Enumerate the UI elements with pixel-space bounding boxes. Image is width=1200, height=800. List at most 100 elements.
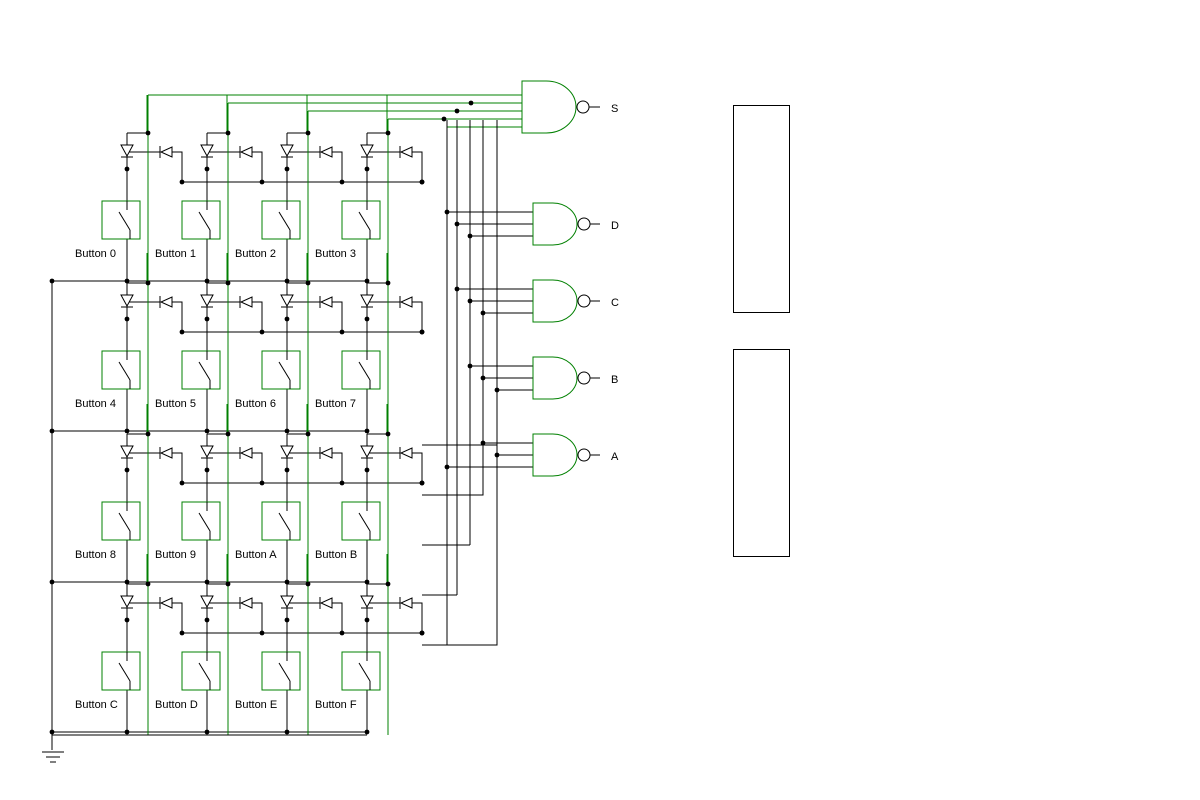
junction-dot	[385, 130, 391, 136]
junction-dot	[204, 617, 210, 623]
junction-dot	[259, 179, 265, 185]
wire	[412, 452, 423, 483]
wire	[332, 602, 343, 633]
diode-icon	[360, 445, 374, 459]
junction-dot	[441, 116, 447, 122]
push-switch-icon[interactable]	[101, 651, 141, 691]
display-panel-top[interactable]	[733, 105, 790, 313]
junction-dot	[49, 428, 55, 434]
push-switch-icon[interactable]	[181, 501, 221, 541]
push-switch-icon[interactable]	[261, 350, 301, 390]
junction-dot	[145, 581, 151, 587]
wire	[332, 452, 343, 483]
wire	[252, 301, 263, 332]
push-switch-icon[interactable]	[341, 501, 381, 541]
diode-icon	[280, 595, 294, 609]
junction-dot	[49, 278, 55, 284]
push-switch-icon[interactable]	[101, 501, 141, 541]
button-label: Button 2	[235, 248, 276, 260]
output-label: A	[611, 451, 619, 463]
junction-dot	[454, 108, 460, 114]
display-panel-bottom[interactable]	[733, 349, 790, 557]
junction-dot	[124, 316, 130, 322]
diode-icon	[200, 294, 214, 308]
junction-dot	[204, 166, 210, 172]
junction-dot	[204, 278, 210, 284]
push-switch-icon[interactable]	[341, 350, 381, 390]
junction-dot	[444, 209, 450, 215]
wire	[252, 151, 263, 182]
wire	[422, 290, 498, 646]
junction-dot	[364, 316, 370, 322]
junction-dot	[204, 316, 210, 322]
wire	[366, 602, 400, 620]
wire	[206, 301, 240, 319]
button-label: Button 7	[315, 398, 356, 410]
junction-dot	[467, 298, 473, 304]
junction-dot	[225, 280, 231, 286]
push-switch-icon[interactable]	[261, 200, 301, 240]
junction-dot	[124, 617, 130, 623]
junction-layer	[49, 100, 500, 735]
output-label: D	[611, 220, 619, 232]
wire	[206, 452, 240, 470]
junction-dot	[364, 579, 370, 585]
push-switch-icon[interactable]	[261, 501, 301, 541]
push-switch-icon[interactable]	[341, 200, 381, 240]
diode-icon	[280, 294, 294, 308]
diode-icon	[319, 447, 333, 459]
output-label: S	[611, 103, 618, 115]
junction-dot	[494, 387, 500, 393]
diode-icon	[399, 447, 413, 459]
diode-icon	[360, 595, 374, 609]
push-switch-icon[interactable]	[101, 200, 141, 240]
push-switch-icon[interactable]	[181, 350, 221, 390]
junction-dot	[364, 729, 370, 735]
wire	[206, 151, 240, 169]
junction-dot	[179, 179, 185, 185]
junction-dot	[204, 428, 210, 434]
diode-icon	[120, 294, 134, 308]
ground-icon	[42, 751, 64, 763]
wire	[126, 301, 160, 319]
push-switch-icon[interactable]	[181, 651, 221, 691]
diode-icon	[120, 445, 134, 459]
push-switch-icon[interactable]	[341, 651, 381, 691]
junction-dot	[179, 329, 185, 335]
output-label: C	[611, 297, 619, 309]
junction-dot	[179, 480, 185, 486]
wire	[332, 301, 343, 332]
wire	[412, 301, 423, 332]
diode-icon	[280, 445, 294, 459]
push-switch-icon[interactable]	[101, 350, 141, 390]
wire	[172, 602, 183, 633]
push-switch-icon[interactable]	[261, 651, 301, 691]
junction-dot	[259, 480, 265, 486]
wire	[286, 151, 320, 169]
diode-icon	[319, 146, 333, 158]
junction-dot	[480, 310, 486, 316]
wire	[172, 151, 183, 182]
junction-dot	[419, 480, 425, 486]
push-switch-icon[interactable]	[181, 200, 221, 240]
junction-dot	[259, 329, 265, 335]
button-label: Button 5	[155, 398, 196, 410]
junction-dot	[385, 431, 391, 437]
button-label: Button 1	[155, 248, 196, 260]
junction-dot	[284, 428, 290, 434]
diode-icon	[120, 144, 134, 158]
wire	[366, 301, 400, 319]
junction-dot	[124, 729, 130, 735]
junction-dot	[124, 428, 130, 434]
button-label: Button 9	[155, 549, 196, 561]
nand-gate-icon	[532, 433, 591, 477]
diode-icon	[200, 595, 214, 609]
diode-icon	[239, 597, 253, 609]
junction-dot	[480, 440, 486, 446]
wire	[412, 602, 423, 633]
junction-dot	[204, 729, 210, 735]
diode-icon	[360, 294, 374, 308]
diode-icon	[319, 597, 333, 609]
diode-icon	[399, 296, 413, 308]
